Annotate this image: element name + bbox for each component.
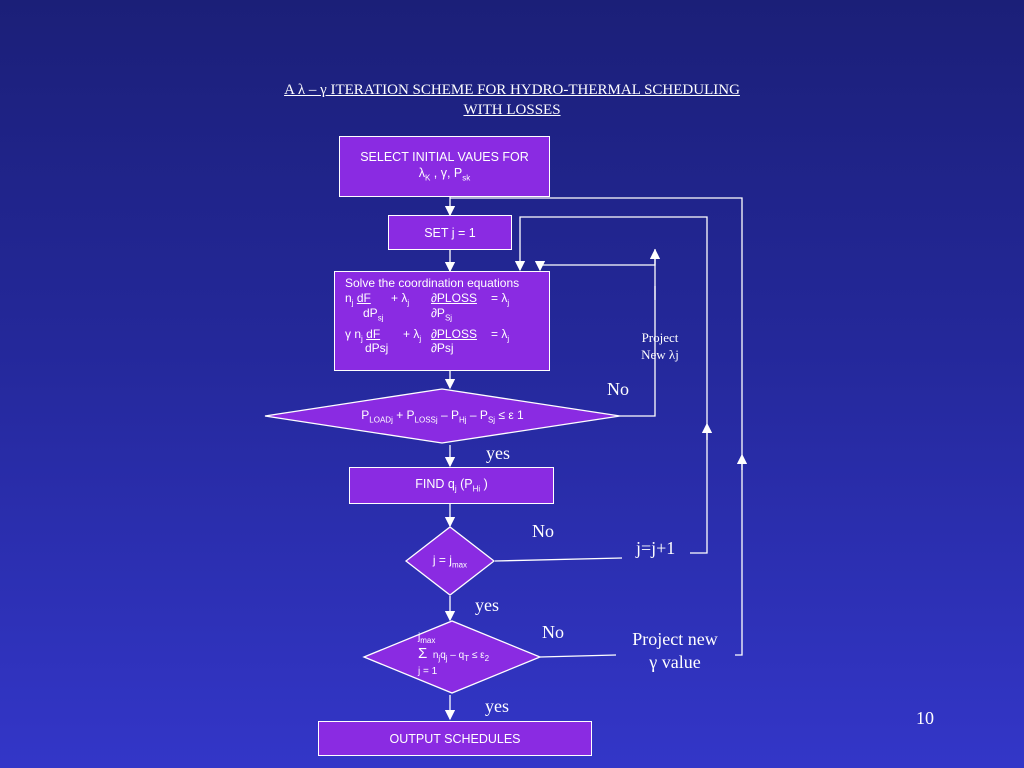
diagram-title: A λ – γ ITERATION SCHEME FOR HYDRO-THERM… — [284, 82, 740, 118]
diamond1-text: PLOADj + PLOSSj – PHj – PSj ≤ ε 1 — [361, 407, 524, 425]
diamond2-text: j = jmax — [432, 552, 468, 570]
label-yes-1: yes — [486, 443, 510, 463]
label-project-new-gamma: Project new γ value — [632, 629, 718, 672]
label-project-new-lambda: Project New λj — [641, 330, 679, 362]
page-number: 10 — [916, 708, 934, 728]
loop3-right — [735, 462, 743, 656]
find-q-box: FIND qj (PHi ) — [349, 467, 554, 504]
loop1-top — [534, 249, 656, 272]
select-initial-values-box: SELECT INITIAL VAUES FOR λK , γ, Psk — [339, 136, 550, 197]
label-no-1: No — [607, 379, 629, 399]
loop3-left — [539, 654, 617, 658]
label-yes-3: yes — [485, 696, 509, 716]
loop2-left — [494, 557, 623, 562]
loop3-top — [450, 197, 743, 455]
diamond3-shape — [362, 620, 542, 694]
loop2-top — [514, 216, 708, 424]
diamond3-text: jmax Σ njqj – qT ≤ ε2 j = 1 — [418, 632, 490, 677]
output-schedules-box: OUTPUT SCHEDULES — [318, 721, 592, 756]
loop2-right — [690, 430, 708, 554]
label-no-3: No — [542, 622, 564, 642]
set-j-box: SET j = 1 — [388, 215, 512, 250]
solve-coordination-box: Solve the coordination equations nj dF +… — [334, 271, 550, 371]
diamond1-shape — [264, 388, 621, 444]
label-j-increment: j=j+1 — [636, 538, 676, 558]
loop1-right — [620, 286, 656, 417]
diamond2-shape — [404, 526, 496, 596]
label-no-2: No — [532, 521, 554, 541]
label-yes-2: yes — [475, 595, 499, 615]
